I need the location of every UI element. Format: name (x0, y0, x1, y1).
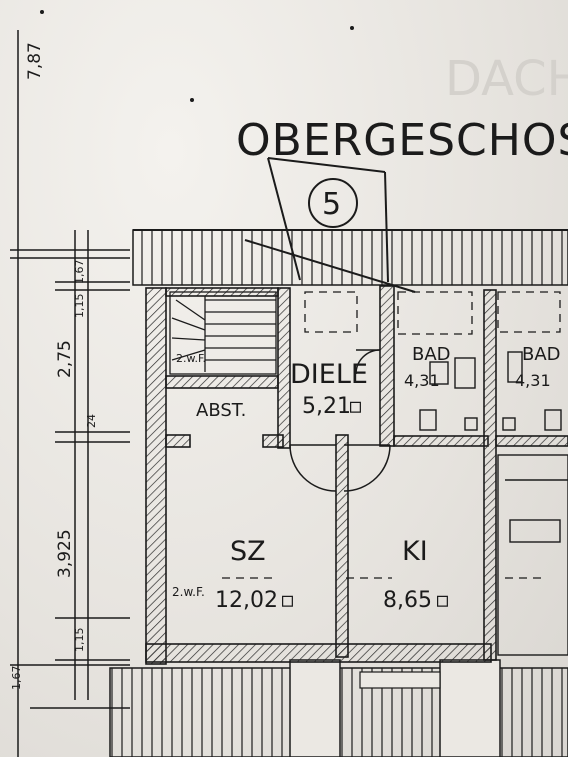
room-ki-area: 8,65 (383, 588, 432, 613)
dim-small-bottom-a: 1,15 (73, 628, 86, 653)
dim-segment-1: 2,75 (55, 340, 75, 378)
dimension-chain (10, 30, 130, 757)
staircase (169, 291, 277, 375)
dim-segment-3: 24 (85, 414, 98, 428)
room-ki-unit: ▫ (435, 588, 450, 613)
room-ki-name: KI (402, 536, 428, 567)
ink-dot (350, 26, 354, 30)
room-diele-unit: ▫ (348, 394, 363, 419)
ink-dot (40, 10, 44, 14)
plan-title: OBERGESCHOSS (236, 115, 568, 166)
sz-note: 2.w.F. (172, 585, 205, 599)
room-sz-name: SZ (230, 536, 266, 567)
room-sz-unit: ▫ (280, 588, 295, 613)
bathroom-fixtures (419, 351, 562, 431)
roof-rafters-bottom (109, 659, 568, 757)
stair-note: 2.w.F. (176, 352, 206, 365)
room-diele-name: DIELE (290, 359, 368, 390)
room-bad2-area: 4,31 (515, 371, 551, 390)
walls (145, 285, 568, 665)
plan-number: 5 (322, 187, 341, 222)
ghost-heading: DACH (445, 51, 568, 107)
dim-overall: 7,87 (25, 42, 45, 80)
dashed-outlines (222, 291, 561, 579)
room-abst-name: ABST. (196, 400, 246, 421)
roof-rafters-top (132, 229, 568, 286)
room-diele-area: 5,21 (302, 394, 351, 419)
dim-small-bottom-b: 1,67 (10, 666, 23, 691)
room-bad2-name: BAD (522, 344, 561, 365)
room-sz-area: 12,02 (215, 588, 278, 613)
dim-segment-2: 3,925 (55, 529, 75, 578)
dim-small-top-a: 1,67 (73, 260, 86, 285)
room-bad1-area: 4,31 (404, 371, 440, 390)
dim-small-top-b: 1,15 (73, 294, 86, 319)
kitchen-counter (497, 454, 568, 656)
ink-dot (190, 98, 194, 102)
room-bad1-name: BAD (412, 344, 451, 365)
doors (289, 349, 391, 492)
